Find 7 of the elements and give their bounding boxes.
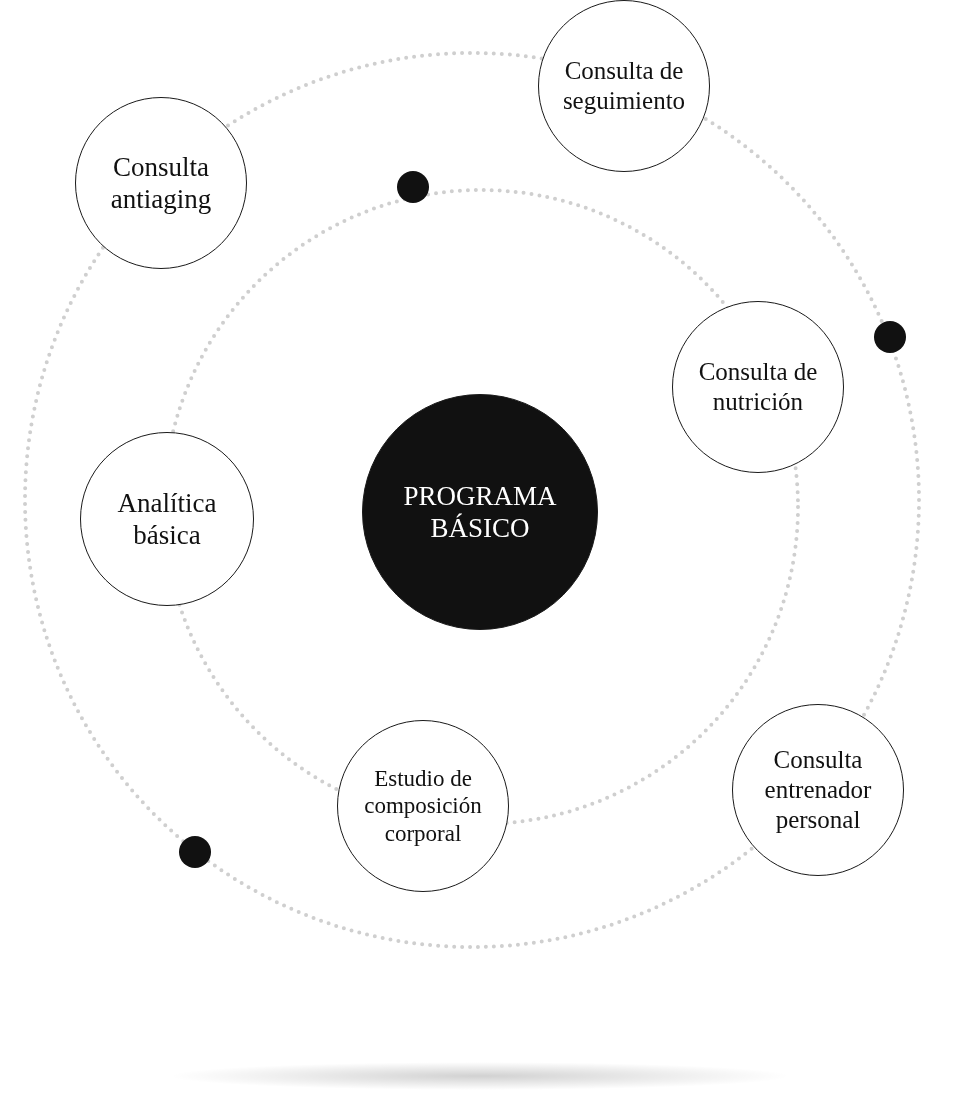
node-label: Consulta de seguimiento	[561, 56, 687, 116]
node-label: Analítica básica	[116, 486, 218, 552]
node-label: PROGRAMA BÁSICO	[402, 479, 558, 545]
node-label: Consulta entrenador personal	[763, 745, 873, 835]
node-label: Consulta de nutrición	[697, 357, 819, 417]
node-label: Estudio de composición corporal	[363, 764, 483, 848]
node-label: Consulta antiaging	[109, 150, 213, 216]
